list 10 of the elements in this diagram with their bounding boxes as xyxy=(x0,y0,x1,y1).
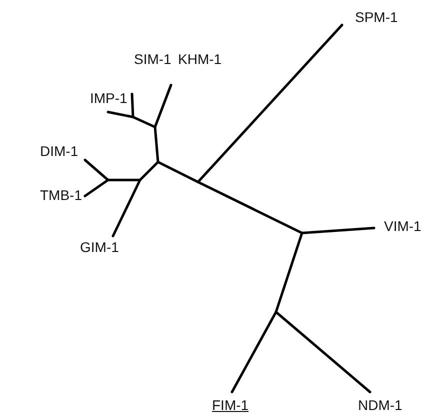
taxon-label: SIM-1 xyxy=(134,52,172,66)
taxon-label: GIM-1 xyxy=(80,240,119,254)
taxon-label: TMB-1 xyxy=(40,188,82,202)
taxon-label: IMP-1 xyxy=(90,91,128,105)
taxon-label: NDM-1 xyxy=(358,398,402,412)
taxon-label: KHM-1 xyxy=(178,52,222,66)
taxon-label: VIM-1 xyxy=(384,219,422,233)
taxon-label: FIM-1 xyxy=(212,398,249,412)
taxon-label: DIM-1 xyxy=(40,144,78,158)
taxon-label: SPM-1 xyxy=(355,10,398,24)
